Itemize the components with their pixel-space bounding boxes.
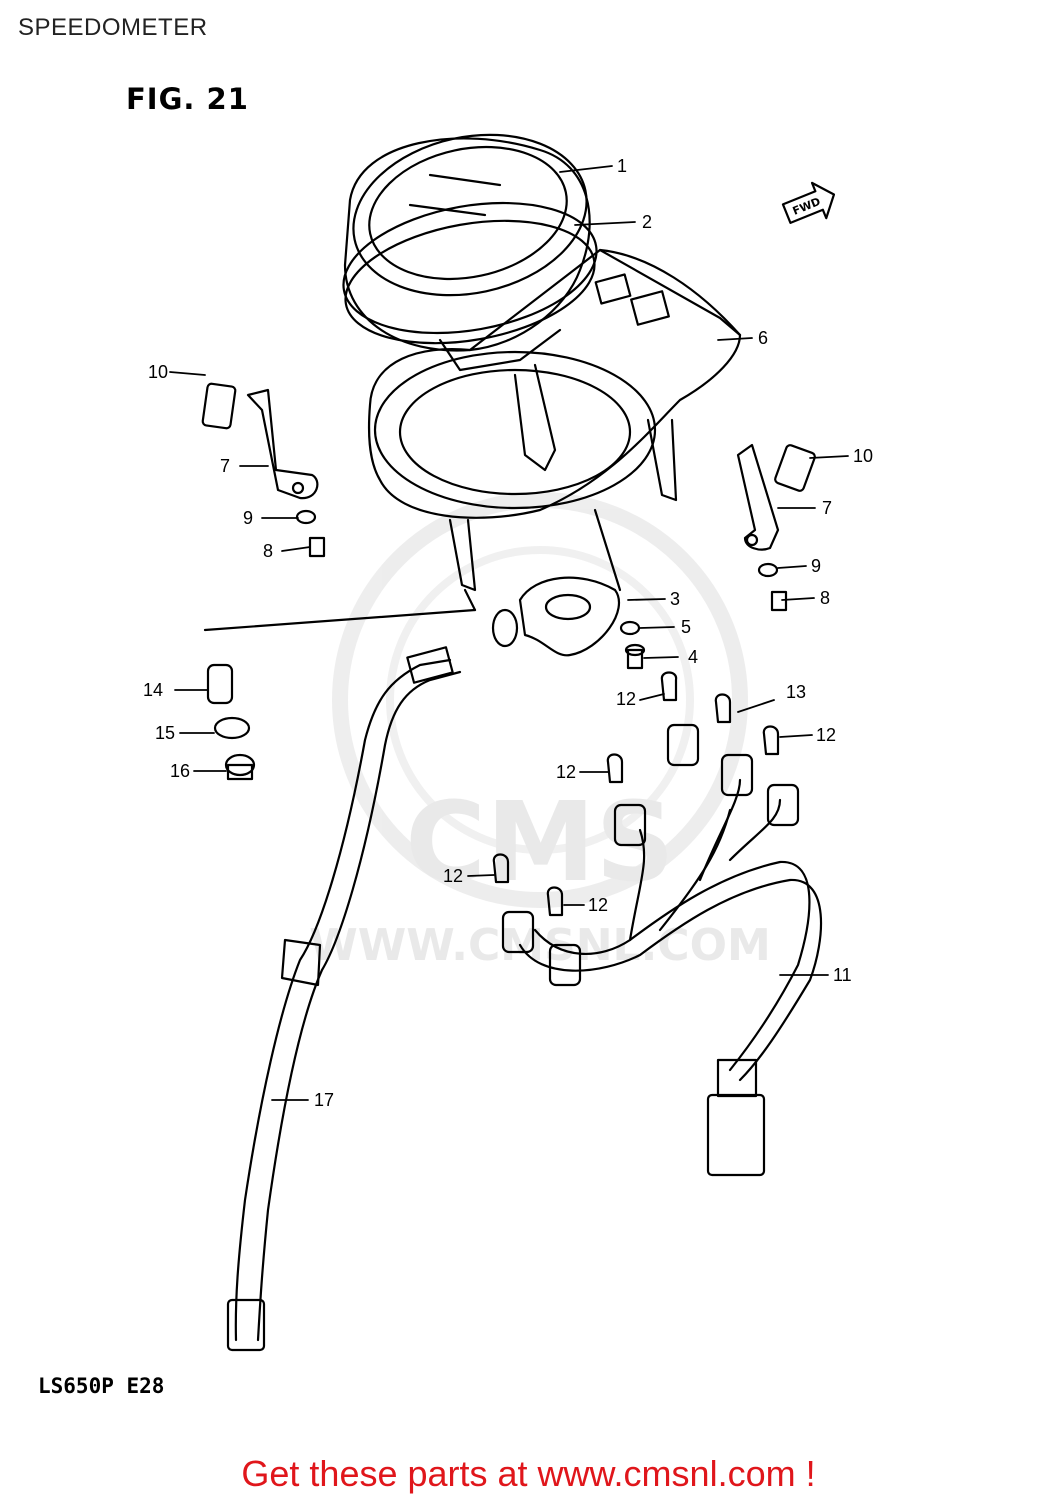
washer-right-9	[757, 562, 779, 578]
page-title: SPEEDOMETER	[18, 14, 208, 41]
bolt-left-8	[308, 536, 326, 558]
watermark: CMS WWW.CMSNL.COM	[309, 492, 771, 971]
callout-10-left: 10	[148, 362, 168, 382]
speedometer-gauge	[342, 133, 678, 592]
callout-17: 17	[314, 1090, 334, 1110]
cushion-right-10	[774, 444, 816, 492]
model-code: LS650P E28	[38, 1374, 165, 1398]
speedometer-cable-17	[226, 646, 462, 1352]
callout-10-right: 10	[853, 446, 873, 466]
figure-label: FIG. 21	[126, 82, 249, 116]
callout-6: 6	[758, 328, 768, 348]
meter-housing	[367, 248, 742, 519]
washer-5	[619, 620, 641, 636]
wiring-harness-11	[501, 723, 823, 1177]
callout-12-b: 12	[816, 725, 836, 745]
callout-12-c: 12	[556, 762, 576, 782]
forward-direction-arrow	[781, 181, 836, 224]
callout-4: 4	[688, 647, 698, 667]
callout-3: 3	[670, 589, 680, 609]
callout-9-right: 9	[811, 556, 821, 576]
callout-1: 1	[617, 156, 627, 176]
callout-numbers: 1 2 3 4 5 6 7 7 8 8 9 9 10 10 11 12 12 1…	[143, 156, 873, 1110]
callout-12-a: 12	[616, 689, 636, 709]
callout-8-right: 8	[820, 588, 830, 608]
watermark-logo: CMS	[405, 778, 674, 906]
callout-7-right: 7	[822, 498, 832, 518]
callout-5: 5	[681, 617, 691, 637]
callout-8-left: 8	[263, 541, 273, 561]
callout-2: 2	[642, 212, 652, 232]
grommet-14	[206, 663, 234, 705]
bracket-left	[246, 388, 319, 500]
washer-left-9	[295, 509, 317, 525]
callout-9-left: 9	[243, 508, 253, 528]
bulb-group	[492, 671, 780, 917]
callout-13: 13	[786, 682, 806, 702]
callout-12-d: 12	[443, 866, 463, 886]
speedometer-gearbox	[491, 508, 622, 657]
washer-15	[213, 716, 251, 740]
callout-11: 11	[833, 965, 852, 985]
bolt-right-8	[770, 590, 788, 612]
cushion-left-10	[201, 382, 237, 430]
bracket-right	[736, 443, 780, 551]
callout-16: 16	[170, 761, 190, 781]
bolt-4	[624, 643, 646, 670]
callout-12-e: 12	[588, 895, 608, 915]
nut-16	[224, 753, 256, 781]
callout-15: 15	[155, 723, 175, 743]
callout-14: 14	[143, 680, 163, 700]
callout-7-left: 7	[220, 456, 230, 476]
leader-lines	[169, 165, 849, 1101]
footer-shop-link[interactable]: Get these parts at www.cmsnl.com !	[241, 1453, 816, 1494]
